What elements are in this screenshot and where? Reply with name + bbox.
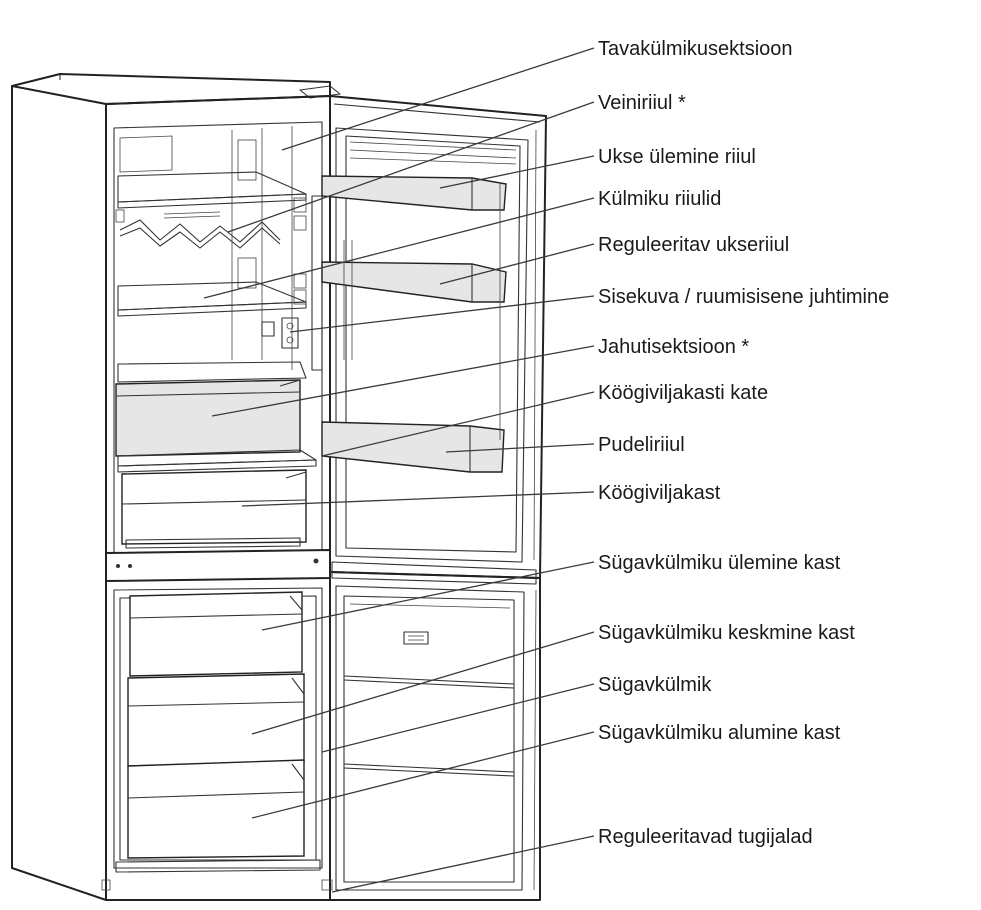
callout-line-12 [251,631,595,735]
callout-line-3 [439,155,595,189]
callout-line-14 [251,731,595,819]
label-wine-rack: Veiniriiul * [598,92,686,114]
callout-line-4 [203,197,595,299]
callout-line-6 [289,295,595,333]
label-door-top-shelf: Ukse ülemine riiul [598,146,756,168]
callout-line-7 [211,345,595,417]
callout-line-2 [227,101,595,233]
callout-line-1 [281,47,595,151]
label-crisper-cover: Köögiviljakasti kate [598,382,768,404]
label-fridge-compartment: Tavakülmikusektsioon [598,38,793,60]
label-freezer-middle-drawer: Sügavkülmiku keskmine kast [598,622,855,644]
label-internal-display: Sisekuva / ruumisisene juhtimine [598,286,889,308]
label-freezer-bottom-drawer: Sügavkülmiku alumine kast [598,722,841,744]
callout-line-10 [241,491,595,507]
label-freezer: Sügavkülmik [598,674,712,696]
label-chiller-compartment: Jahutisektsioon * [598,336,749,358]
callout-line-8 [321,391,595,457]
callout-line-11 [261,561,595,631]
label-adjustable-door-shelf: Reguleeritav ukseriiul [598,234,789,256]
label-bottle-shelf: Pudeliriiul [598,434,685,456]
fridge-illustration [11,73,547,901]
labels: Tavakülmikusektsioon Veiniriiul * Ukse ü… [598,38,889,848]
label-fridge-shelves: Külmiku riiulid [598,188,721,210]
callout-lines [203,47,595,893]
callout-line-9 [445,443,595,453]
callout-line-13 [321,683,595,753]
callout-line-15 [331,835,595,893]
label-adjustable-feet: Reguleeritavad tugijalad [598,826,813,848]
label-crisper: Köögiviljakast [598,482,721,504]
callout-line-5 [439,243,595,285]
label-freezer-top-drawer: Sügavkülmiku ülemine kast [598,552,841,574]
